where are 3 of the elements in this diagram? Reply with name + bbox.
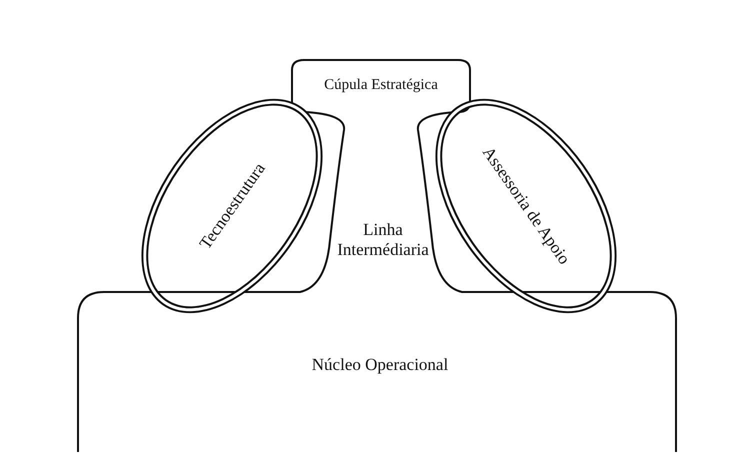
- node-label: Linha Intermédiaria: [336, 220, 430, 260]
- node-label: Núcleo Operacional: [312, 355, 448, 375]
- node-label: Cúpula Estratégica: [324, 77, 438, 95]
